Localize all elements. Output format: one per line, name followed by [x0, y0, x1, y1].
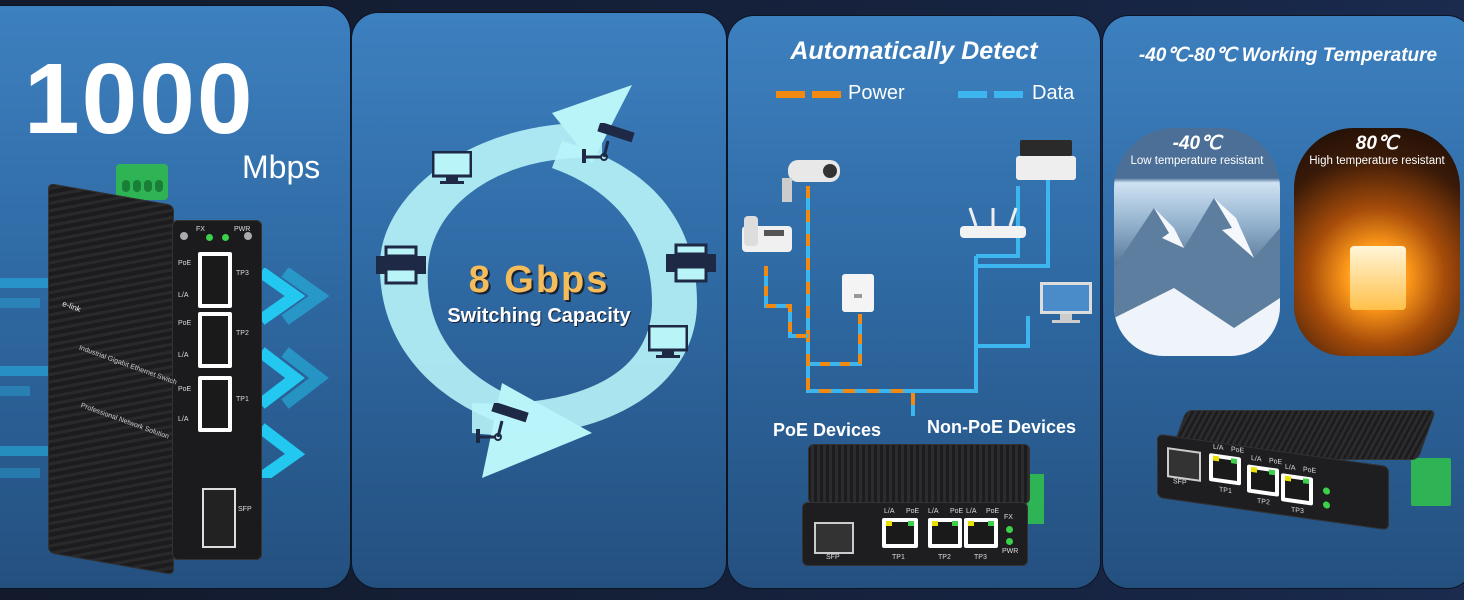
- port-label: L/A: [884, 508, 895, 515]
- legend-data-label: Data: [1032, 82, 1075, 104]
- port-label: L/A: [1213, 443, 1224, 453]
- port-label: L/A: [1285, 463, 1296, 473]
- high-temp-desc: High temperature resistant: [1309, 155, 1445, 167]
- front-panel: SFP L/A PoE L/A PoE L/A PoE TP1 TP2 TP3 …: [802, 502, 1028, 566]
- port-label: TP2: [938, 554, 951, 561]
- port-label: PoE: [1269, 457, 1283, 467]
- monitor-icon: [432, 151, 472, 184]
- snow-mountain-image: [1114, 198, 1280, 356]
- camera-icon: [476, 403, 529, 443]
- chevron-arrows-icon: [257, 268, 330, 478]
- port-label: PoE: [1231, 446, 1245, 455]
- port-label: PoE: [906, 508, 920, 515]
- panel-auto-detect: Automatically Detect Power Data PoE Devi…: [728, 16, 1100, 588]
- router-icon: [960, 207, 1026, 238]
- port-label: TP1: [892, 554, 905, 561]
- non-poe-devices-label: Non-PoE Devices: [927, 417, 1077, 437]
- network-topology-lines: [764, 176, 1050, 416]
- switch-device-front: SFP L/A PoE L/A PoE L/A PoE TP1 TP2 TP3 …: [802, 444, 1044, 578]
- high-temp-card: 80℃ High temperature resistant: [1294, 128, 1460, 356]
- poe-devices-label: PoE Devices: [773, 420, 882, 440]
- port-tp2: [198, 312, 232, 368]
- terminal-block: [116, 164, 168, 200]
- low-temp-card: -40℃ Low temperature resistant: [1114, 128, 1280, 356]
- terminal-block: [1411, 458, 1451, 506]
- front-panel: FX PWR TP3 TP2 TP1 PoE L/A PoE L/A PoE L…: [172, 220, 262, 560]
- panel-working-temperature: -40℃-80℃ Working Temperature -40℃ Low te…: [1103, 16, 1464, 588]
- legend-power-label: Power: [848, 82, 905, 104]
- camera-icon: [582, 123, 635, 163]
- port-label: PoE: [178, 260, 192, 267]
- legend-data-swatch: [994, 91, 1023, 98]
- furnace-image: [1350, 246, 1406, 310]
- port-label: PoE: [178, 320, 192, 327]
- port-label: L/A: [178, 352, 189, 359]
- desktop-monitor-icon: [1040, 282, 1092, 323]
- security-camera-icon: [782, 160, 840, 202]
- port-label: TP3: [236, 270, 249, 277]
- port-tp1: [198, 376, 232, 432]
- monitor-icon: [648, 325, 688, 358]
- port-label: PoE: [1303, 466, 1317, 476]
- port-label: TP2: [236, 330, 249, 337]
- sfp-label: SFP: [1173, 477, 1187, 487]
- led-label-fx: FX: [1004, 514, 1013, 521]
- printer-icon: [1016, 140, 1076, 180]
- sfp-slot: [202, 488, 236, 548]
- port-label: PoE: [950, 508, 964, 515]
- panel-switching-capacity: 8 Gbps Switching Capacity: [352, 13, 726, 588]
- sfp-slot: [1167, 447, 1201, 482]
- port-label: L/A: [1251, 454, 1262, 464]
- panel-speed: 1000 Mbps FX PWR: [0, 6, 350, 588]
- auto-detect-title: Automatically Detect: [790, 37, 1038, 65]
- port-tp3: [198, 252, 232, 308]
- switch-device-angled: SFP L/A PoE L/A PoE L/A PoE TP1 TP2 TP3: [1153, 410, 1463, 531]
- port-label: L/A: [966, 508, 977, 515]
- legend-power-swatch: [812, 91, 841, 98]
- legend-power-swatch: [776, 91, 805, 98]
- port-label: TP3: [974, 554, 987, 561]
- led-label-fx: FX: [196, 226, 205, 233]
- legend-data-swatch: [958, 91, 987, 98]
- port-label: PoE: [986, 508, 1000, 515]
- sfp-label: SFP: [238, 506, 252, 513]
- switching-capacity-value: 8 Gbps: [468, 259, 610, 301]
- low-temp-value: -40℃: [1172, 133, 1222, 154]
- low-temp-desc: Low temperature resistant: [1130, 155, 1264, 167]
- sfp-label: SFP: [826, 554, 840, 561]
- port-label: TP2: [1257, 497, 1270, 507]
- switch-device-vertical: FX PWR TP3 TP2 TP1 PoE L/A PoE L/A PoE L…: [38, 164, 268, 582]
- port-label: PoE: [178, 386, 192, 393]
- led-label-pwr: PWR: [234, 226, 251, 233]
- port-label: TP1: [1219, 486, 1232, 496]
- temperature-title: -40℃-80℃ Working Temperature: [1138, 45, 1438, 66]
- switching-capacity-caption: Switching Capacity: [447, 305, 631, 327]
- wireless-ap-icon: [842, 274, 874, 312]
- printer-icon: [666, 243, 716, 283]
- port-label: TP3: [1291, 506, 1304, 516]
- led-label-pwr: PWR: [1002, 548, 1019, 555]
- printer-icon: [376, 245, 426, 285]
- port-label: TP1: [236, 396, 249, 403]
- high-temp-value: 80℃: [1355, 133, 1399, 154]
- port-label: L/A: [928, 508, 939, 515]
- port-label: L/A: [178, 292, 189, 299]
- speed-value: 1000: [24, 43, 255, 155]
- port-label: L/A: [178, 416, 189, 423]
- sfp-slot: [814, 522, 854, 554]
- speed-unit: Mbps: [242, 149, 321, 185]
- ip-phone-icon: [742, 216, 792, 252]
